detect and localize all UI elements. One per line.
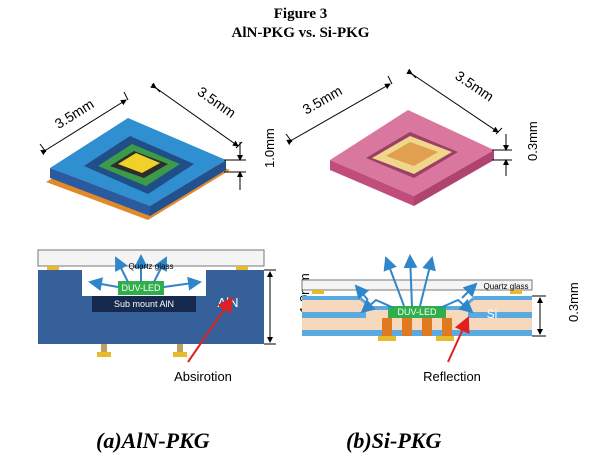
- aln-led-label: DUV-LED: [121, 283, 161, 293]
- aln-callout-arrow: [187, 296, 234, 363]
- aln-submount: [92, 296, 196, 312]
- si-cross-section: [301, 279, 533, 341]
- aln-dim-depth: 3.5mm: [195, 83, 239, 121]
- aln-led: [118, 281, 164, 295]
- aln-emission-arrows: [88, 254, 202, 292]
- si-led-label: DUV-LED: [397, 307, 437, 317]
- si-callout-label: Reflection: [423, 369, 481, 384]
- aln-quartz-label: Quartz glass: [129, 262, 174, 271]
- figure-title: Figure 3: [273, 6, 328, 22]
- si-section-height: 0.3mm: [566, 282, 581, 322]
- aln-callout-label: Absirotion: [174, 369, 232, 384]
- si-dim-height: 0.3mm: [525, 121, 540, 161]
- si-material-label: Si: [487, 307, 498, 321]
- aln-submount-label: Sub mount AlN: [114, 299, 174, 309]
- si-section-dimension: [532, 295, 546, 337]
- aln-quartz-glass: [37, 249, 265, 267]
- si-led-chip: [386, 142, 438, 166]
- aln-section-dimension: [264, 269, 276, 345]
- si-quartz-label: Quartz glass: [484, 282, 529, 291]
- si-led: [388, 306, 446, 318]
- si-dimensions: [285, 68, 512, 176]
- si-dim-width: 3.5mm: [300, 82, 345, 117]
- si-emission-arrows: [354, 254, 478, 314]
- caption-aln: (a)AlN-PKG: [96, 428, 210, 453]
- si-dim-depth: 3.5mm: [452, 67, 496, 104]
- aln-dimensions: [39, 82, 246, 190]
- aln-cross-section: [37, 249, 265, 357]
- caption-si: (b)Si-PKG: [346, 428, 442, 453]
- si-package-3d: [330, 110, 494, 206]
- si-callout-arrow: [447, 316, 470, 363]
- aln-led-chip: [118, 153, 160, 173]
- figure-subtitle: AlN-PKG vs. Si-PKG: [231, 25, 370, 41]
- aln-dim-height: 1.0mm: [262, 128, 277, 168]
- si-quartz-glass: [301, 279, 533, 291]
- aln-dim-width: 3.5mm: [52, 96, 97, 132]
- aln-body: [38, 270, 264, 344]
